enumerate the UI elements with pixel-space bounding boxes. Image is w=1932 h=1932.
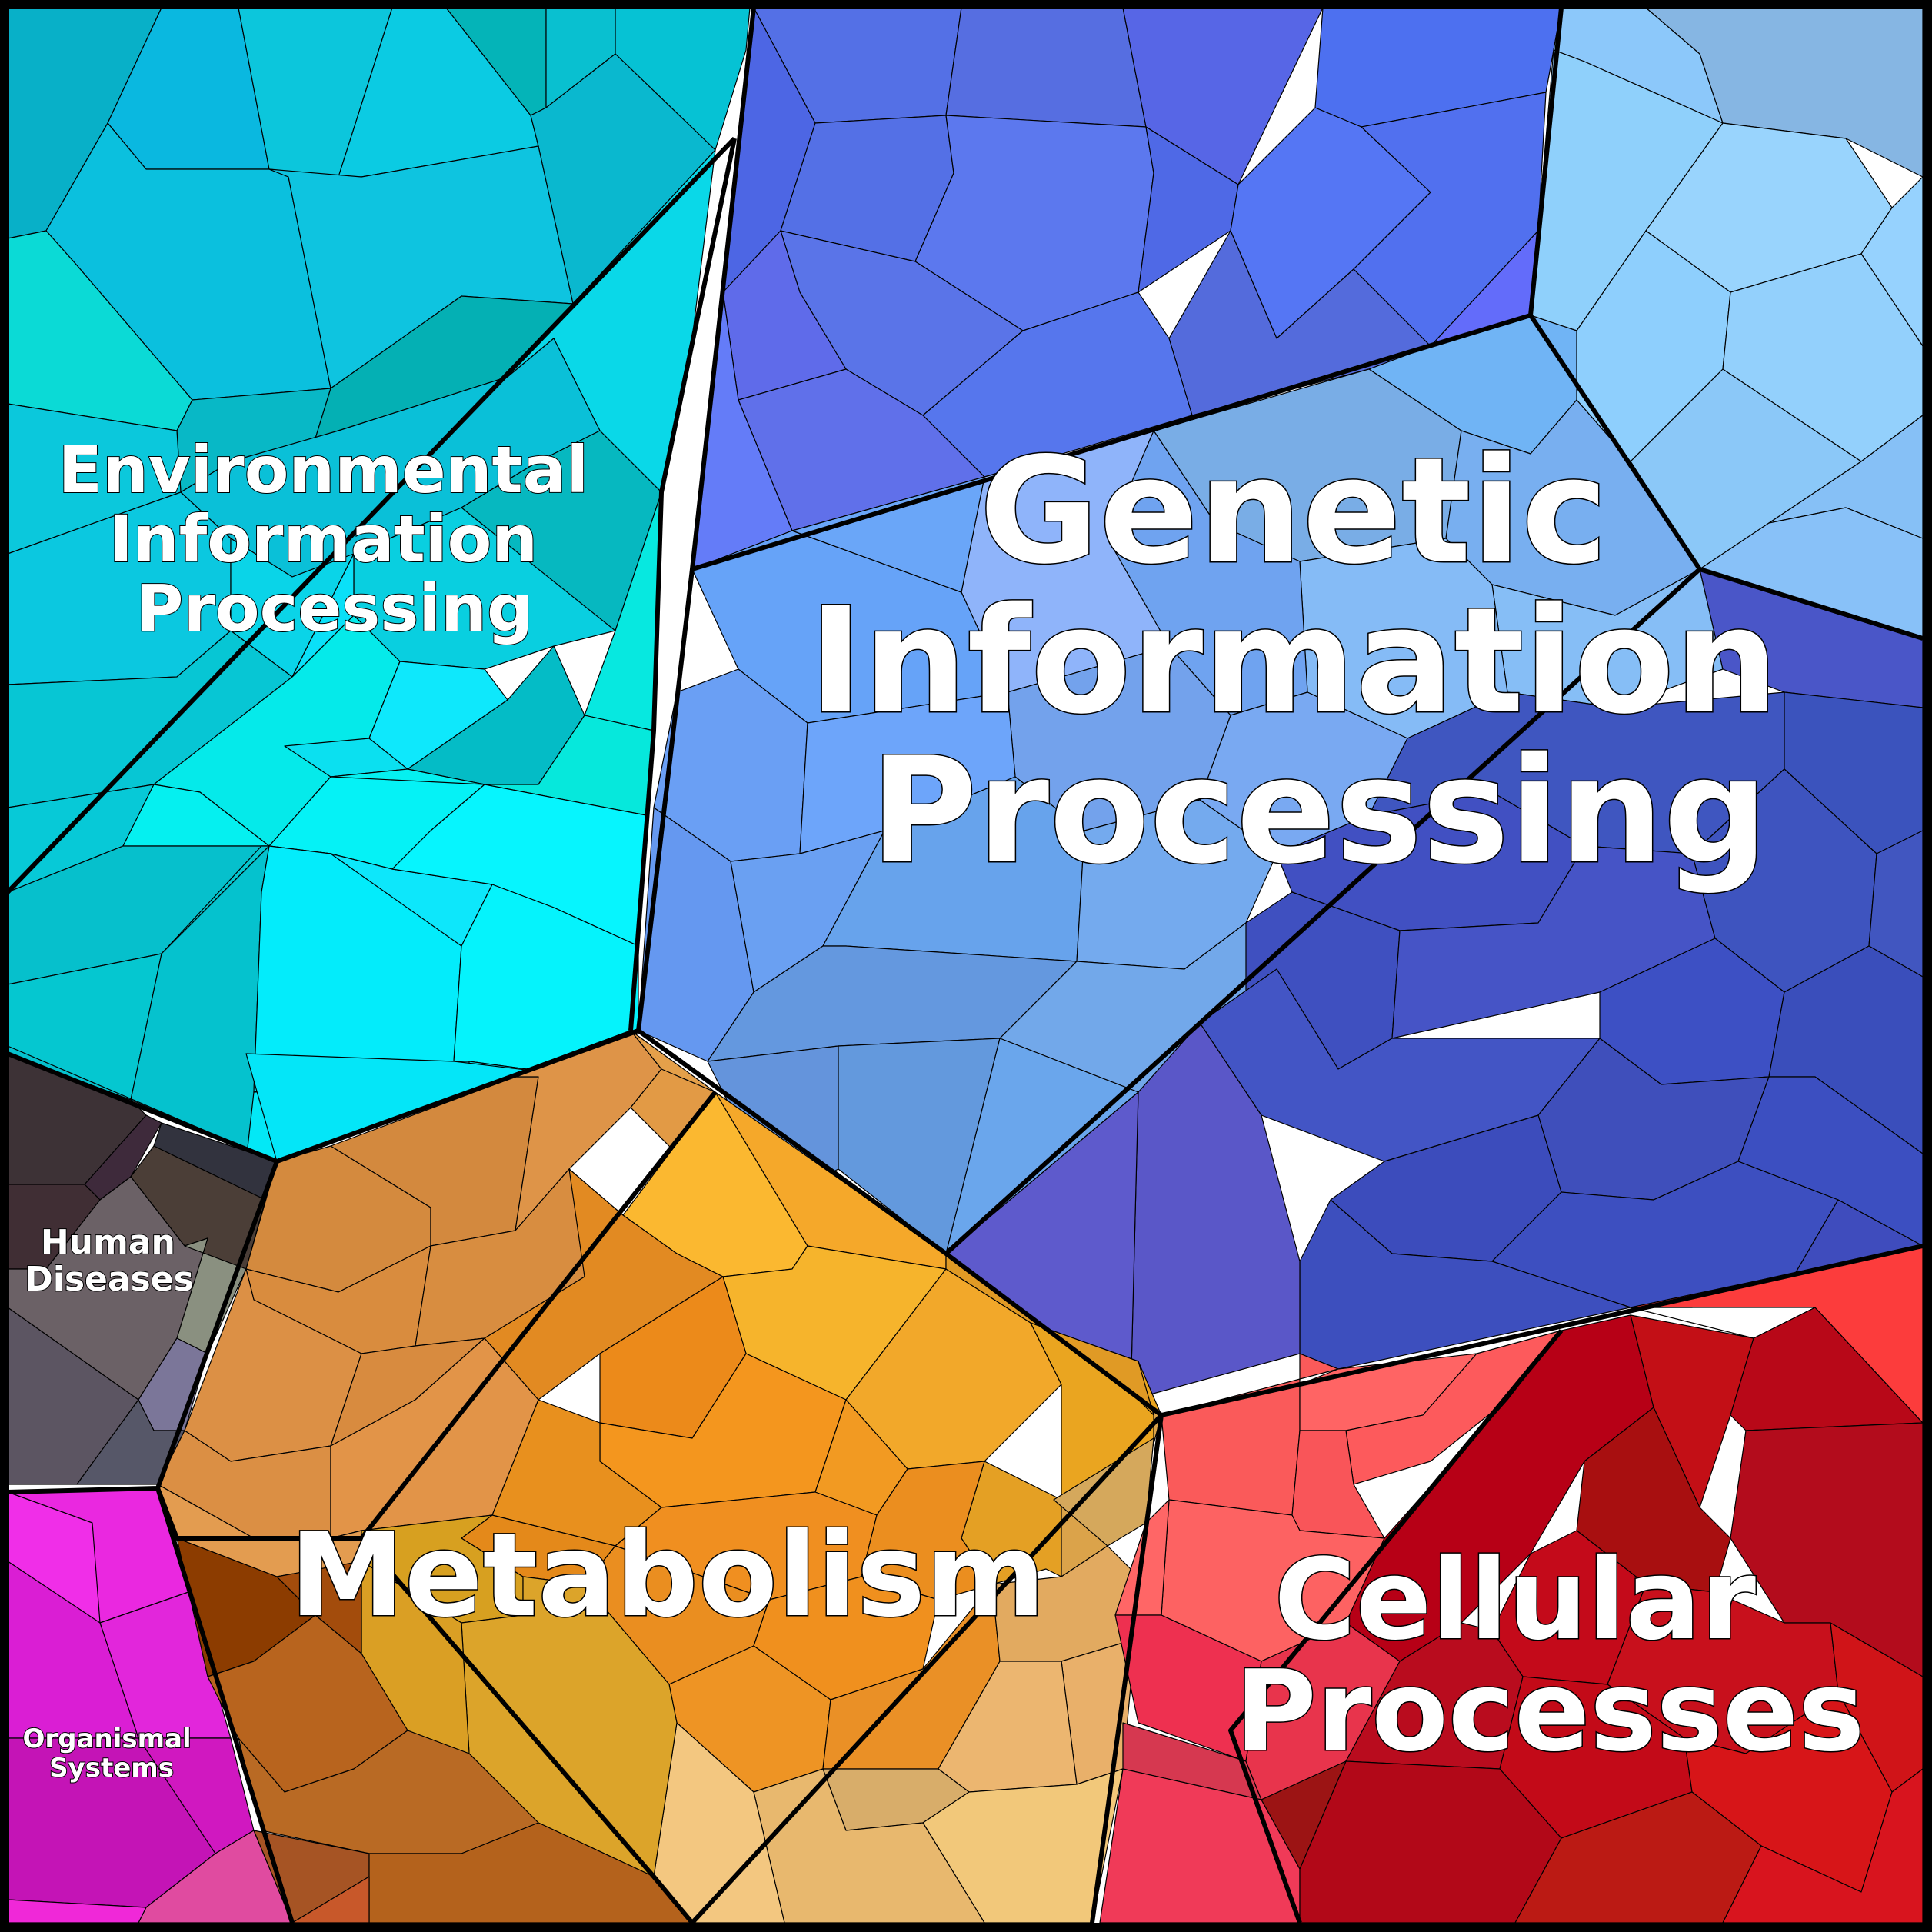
boundary: [275, 7, 756, 1164]
label-line: Organismal: [23, 1724, 192, 1754]
label-organismal: Organismal Systems: [23, 1724, 201, 1784]
boundary: [691, 313, 1531, 571]
label-line: Systems: [49, 1753, 174, 1784]
region-metabolism: [157, 1030, 1162, 1924]
label-line: Processing: [136, 571, 533, 646]
cell: [291, 553, 355, 678]
cell: [945, 7, 1147, 128]
cell: [861, 1461, 993, 1601]
boundary: [155, 1487, 295, 1924]
label-line: Diseases: [25, 1260, 194, 1299]
label-line: Processing: [870, 726, 1768, 896]
label-line: Metabolism: [290, 1509, 1046, 1643]
cell: [76, 1399, 185, 1485]
boundary: [155, 1487, 361, 1541]
region-cellular: [1099, 1245, 1924, 1924]
boundary: [359, 1091, 718, 1924]
label-genetic: Genetic Information Processing: [809, 426, 1830, 896]
boundary: [1090, 1414, 1164, 1924]
region-genetic: [638, 7, 1924, 1401]
cell: [1114, 1614, 1262, 1762]
cell: [461, 430, 662, 631]
cell: [1630, 1314, 1754, 1508]
label-line: Environmental: [58, 432, 589, 508]
label-line: Cellular: [1274, 1535, 1757, 1665]
cell: [1138, 126, 1239, 293]
boundary: [6, 1051, 278, 1164]
boundary: [628, 138, 737, 1031]
label-metabolism: Metabolism: [290, 1509, 1046, 1643]
boundary: [690, 1413, 1164, 1925]
cell: [368, 661, 508, 770]
cell: [791, 476, 985, 593]
cell: [1261, 1760, 1347, 1870]
boundary: [1161, 1244, 1924, 1417]
boundary: [1228, 1329, 1564, 1924]
label-line: Genetic: [979, 426, 1608, 596]
boundary: [5, 136, 737, 894]
label-line: Information: [809, 576, 1779, 746]
label-line: Processes: [1235, 1647, 1865, 1777]
label-human-diseases: Human Diseases: [25, 1223, 194, 1299]
category-labels: Environmental Information Processing Gen…: [22, 425, 1866, 1785]
label-line: Human: [41, 1223, 175, 1262]
label-environmental: Environmental Information Processing: [58, 432, 611, 646]
label-cellular: Cellular Processes: [1235, 1535, 1865, 1777]
label-line: Information: [109, 501, 538, 577]
region-human-diseases: [7, 1053, 278, 1485]
cell: [238, 1730, 539, 1854]
region-organismal: [7, 1487, 293, 1924]
category-boundaries: [5, 7, 1924, 1925]
